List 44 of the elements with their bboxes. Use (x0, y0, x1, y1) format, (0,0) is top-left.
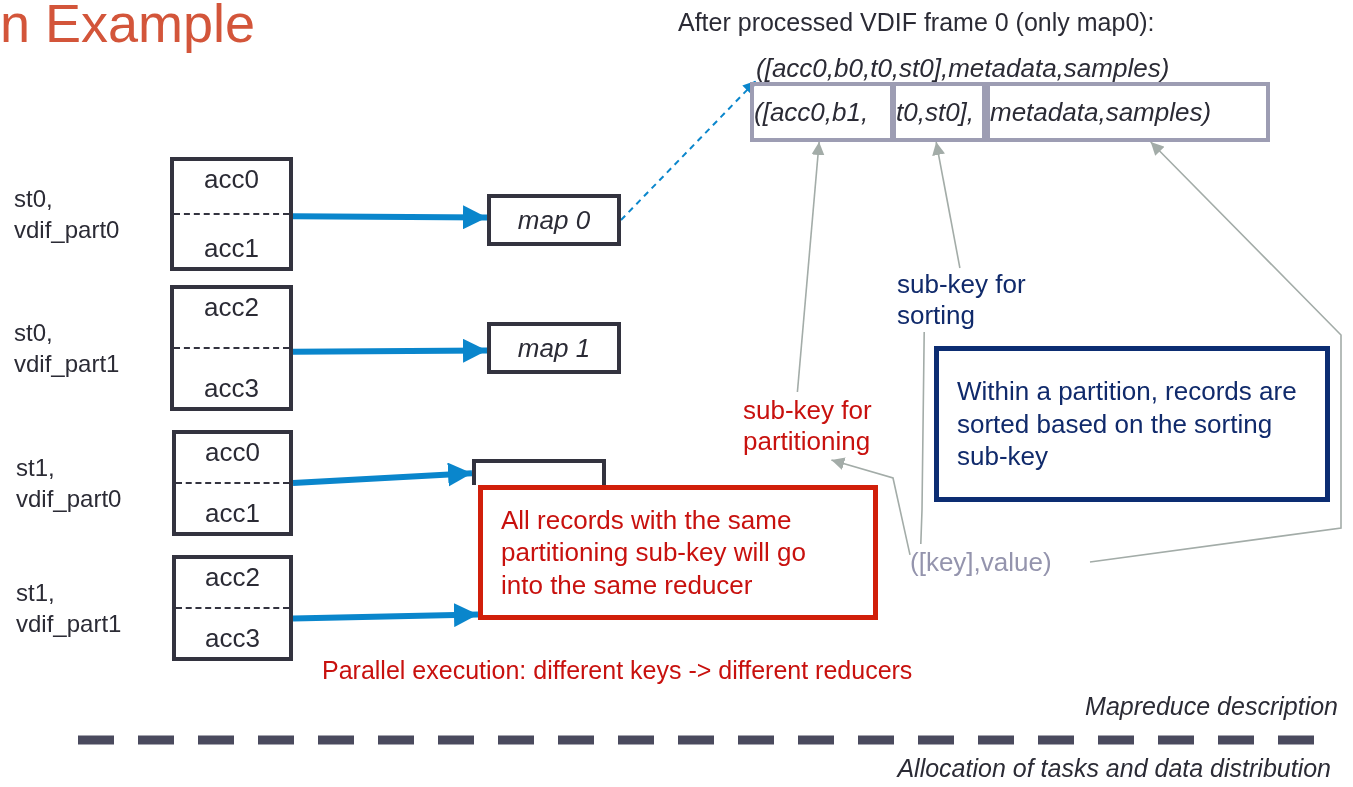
key-part-text: metadata,samples) (990, 96, 1212, 128)
data-block-label: st1, vdif_part0 (16, 452, 123, 514)
map-task-label: map 1 (517, 332, 591, 364)
accumulator-label: acc1 (204, 234, 259, 263)
arrow (292, 338, 488, 363)
callout-text: All records with the same partitioning sub-key will go into the same reducer (501, 503, 807, 602)
key-part-text: t0,st0], (896, 96, 975, 128)
section-label: Mapreduce description (1085, 692, 1338, 721)
callout-box (934, 346, 1330, 502)
accumulator-label: acc3 (204, 374, 259, 403)
key-part-text: ([acc0,b1, (754, 96, 869, 128)
data-block-label: st0, vdif_part0 (14, 183, 121, 245)
map-task-label: map 0 (517, 204, 591, 236)
accumulator-label: acc2 (204, 293, 259, 322)
arrow (796, 141, 825, 393)
key-value-text: ([key],value) (910, 544, 1090, 580)
note-text: Parallel execution: different keys -> different reducers (322, 656, 913, 685)
accumulator-label: acc3 (205, 624, 260, 653)
tuple-text: ([acc0,b0,t0,st0],metadata,samples) (756, 52, 1268, 84)
annotation-text: sub-key for partitioning (743, 392, 913, 460)
arrow (1089, 141, 1342, 563)
accumulator-label: acc0 (204, 165, 259, 194)
arrow (292, 462, 473, 487)
arrow (620, 79, 757, 221)
accumulator-label: acc1 (205, 499, 260, 528)
arrow (830, 457, 911, 556)
map-task-box (487, 194, 621, 246)
key-part-box (986, 82, 1270, 142)
arrow (292, 603, 479, 628)
key-part-box (892, 82, 986, 142)
annotation-text: sub-key for sorting (897, 268, 1067, 332)
callout-box (478, 485, 878, 620)
arrow (292, 205, 488, 230)
callout-text: Within a partition, records are sorted based on the sorting sub-key (957, 375, 1298, 473)
accumulator-label: acc0 (205, 438, 260, 467)
data-block-label: st0, vdif_part1 (14, 317, 121, 379)
section-label: Allocation of tasks and data distribution (897, 754, 1331, 783)
arrow (932, 141, 961, 269)
data-block-label: st1, vdif_part1 (16, 577, 123, 639)
key-part-box (750, 82, 894, 142)
accumulator-label: acc2 (205, 563, 260, 592)
map-task-box (472, 459, 606, 485)
note-text: After processed VDIF frame 0 (only map0): (678, 8, 1155, 37)
map-task-box (487, 322, 621, 374)
